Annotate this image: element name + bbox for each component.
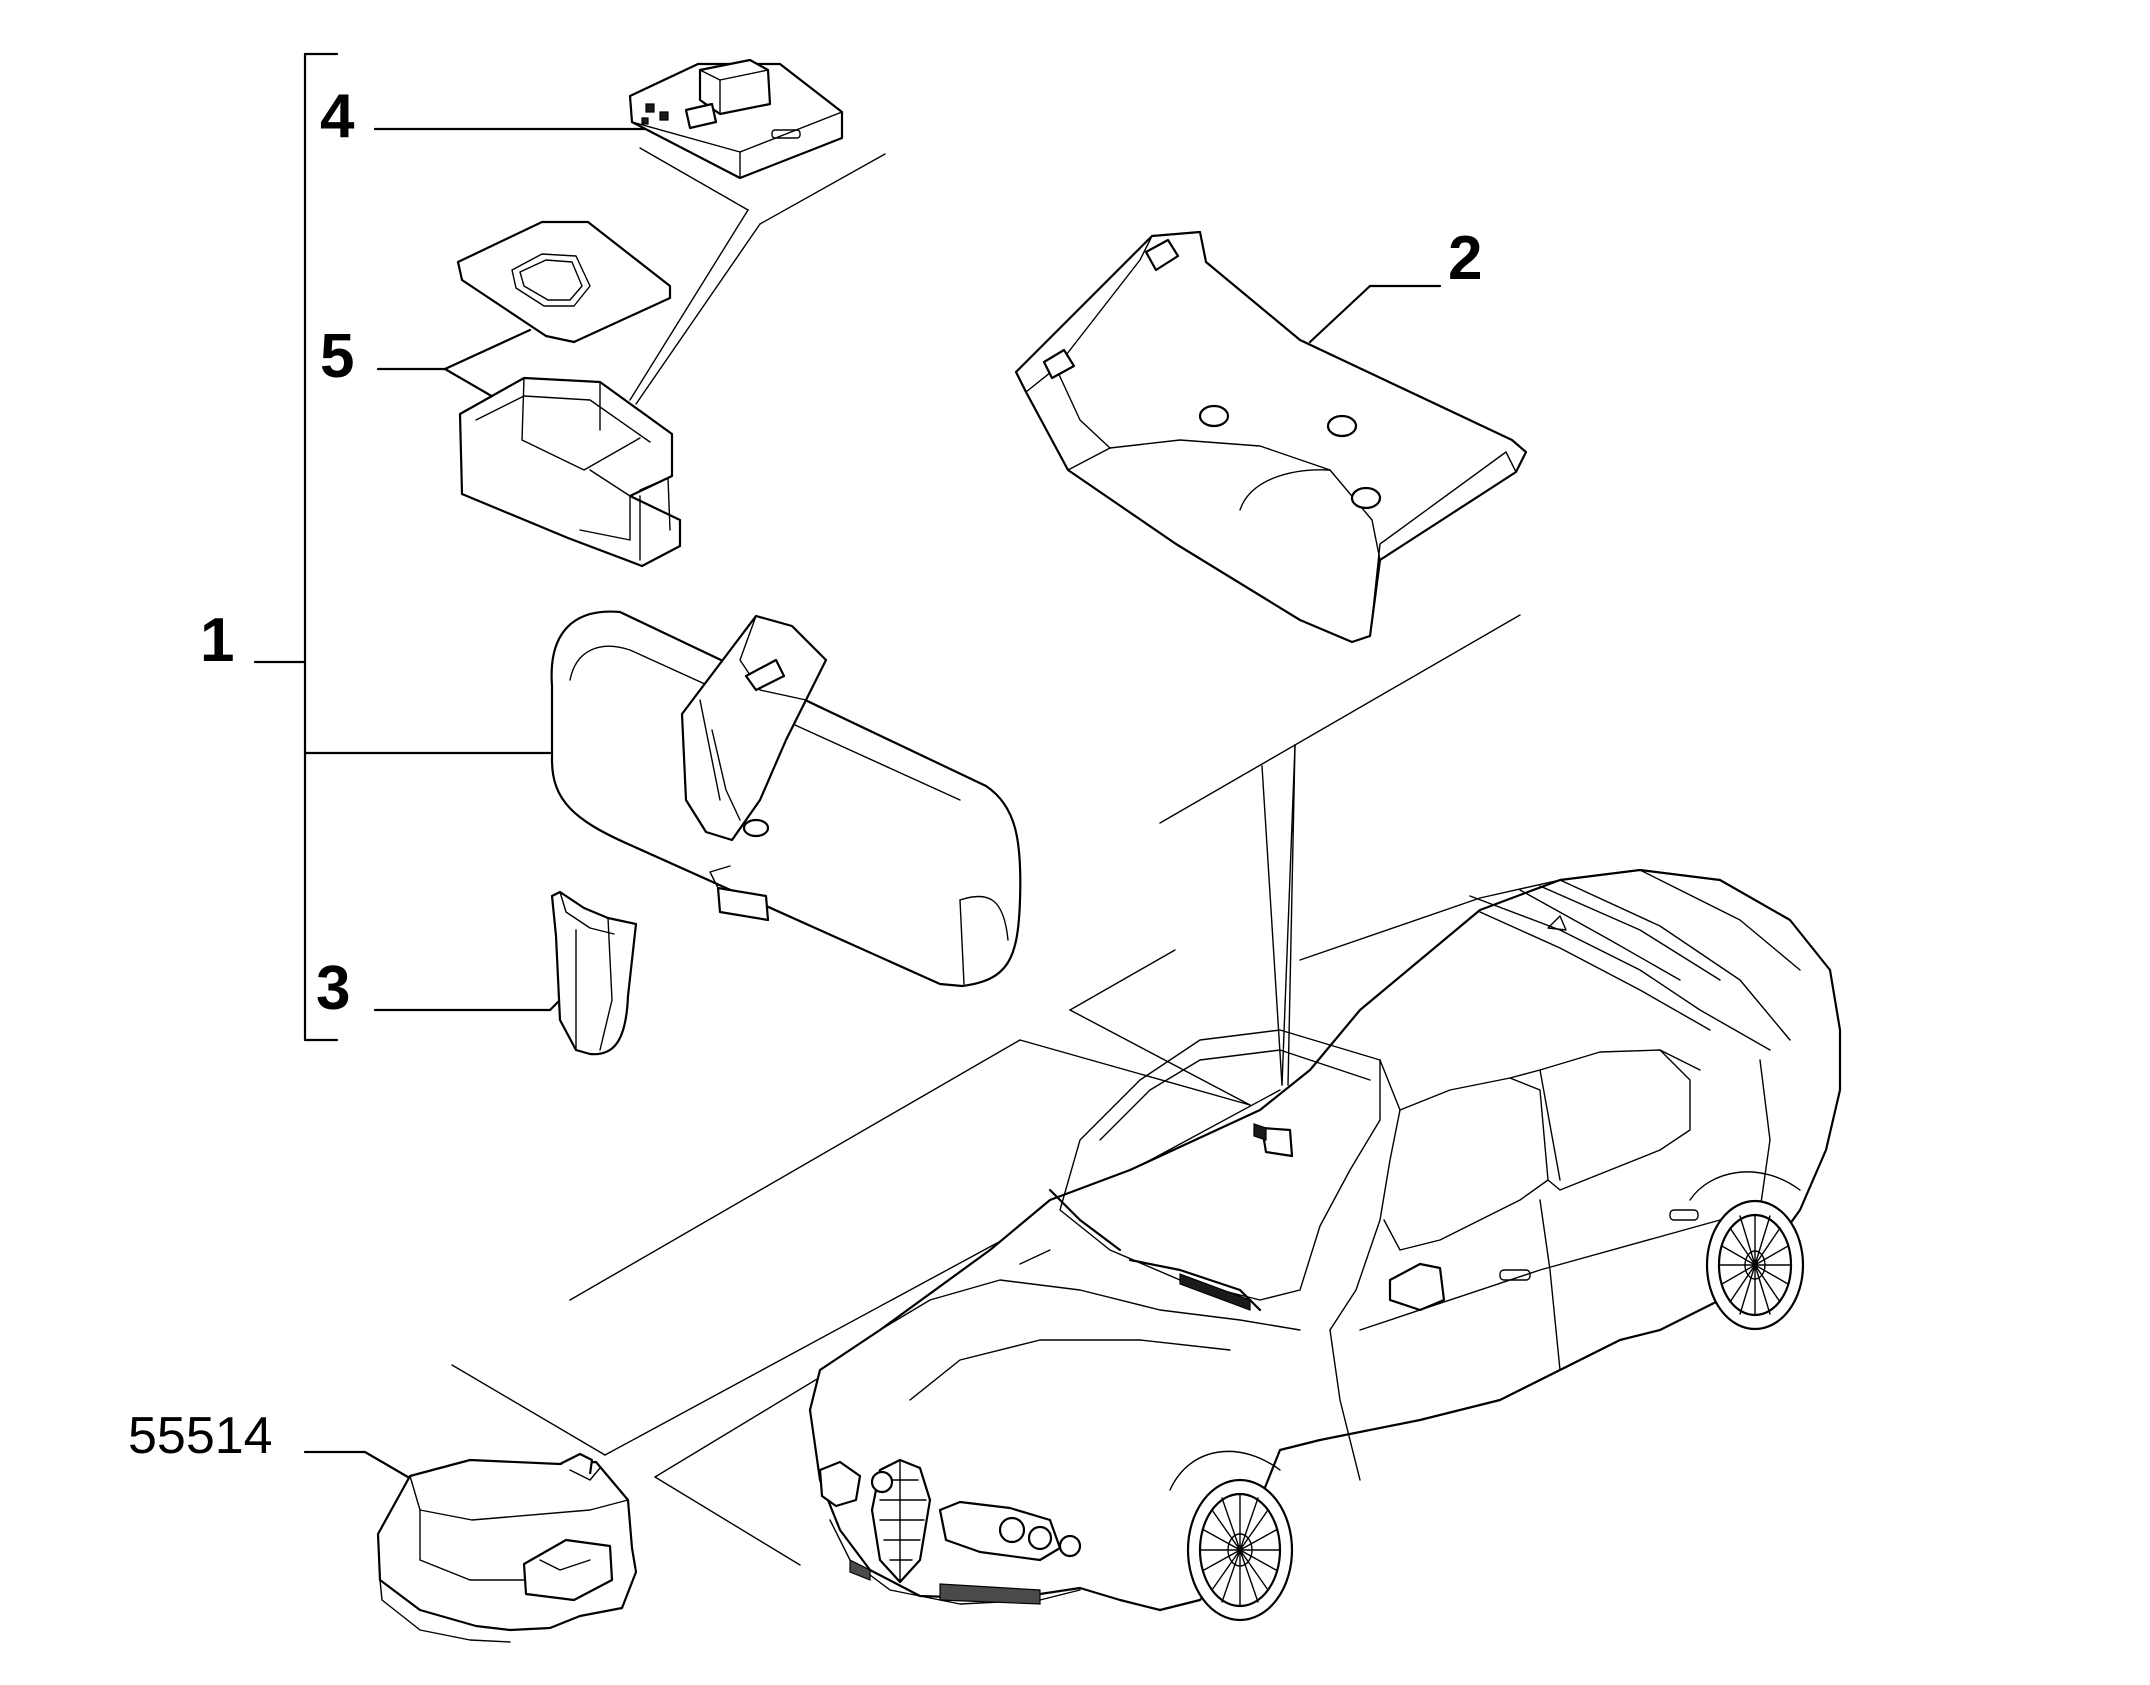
leader-lines	[305, 129, 1440, 1487]
leader-2	[1310, 286, 1440, 342]
leader-5-top	[378, 330, 530, 369]
part-3-cover	[552, 892, 636, 1054]
part-2-cover	[1016, 232, 1526, 642]
leader-3	[375, 1000, 560, 1010]
leader-5-bottom	[445, 369, 495, 398]
label-2: 2	[1448, 224, 1483, 293]
label-1: 1	[200, 606, 235, 675]
part-4-sensor-module	[630, 60, 842, 178]
label-55514: 55514	[128, 1407, 273, 1465]
rear-view-mirror	[552, 612, 1021, 986]
leader-55514	[305, 1452, 425, 1487]
sensor-55514	[378, 1454, 636, 1642]
label-3: 3	[316, 954, 351, 1023]
front-wheel	[1188, 1480, 1292, 1620]
rear-wheel	[1707, 1201, 1803, 1329]
part-5-gasket	[458, 222, 670, 342]
part-5-housing	[460, 378, 680, 566]
label-5: 5	[320, 322, 355, 391]
label-4: 4	[320, 82, 355, 151]
car-illustration	[810, 870, 1840, 1620]
assembly-bracket	[255, 54, 550, 1040]
